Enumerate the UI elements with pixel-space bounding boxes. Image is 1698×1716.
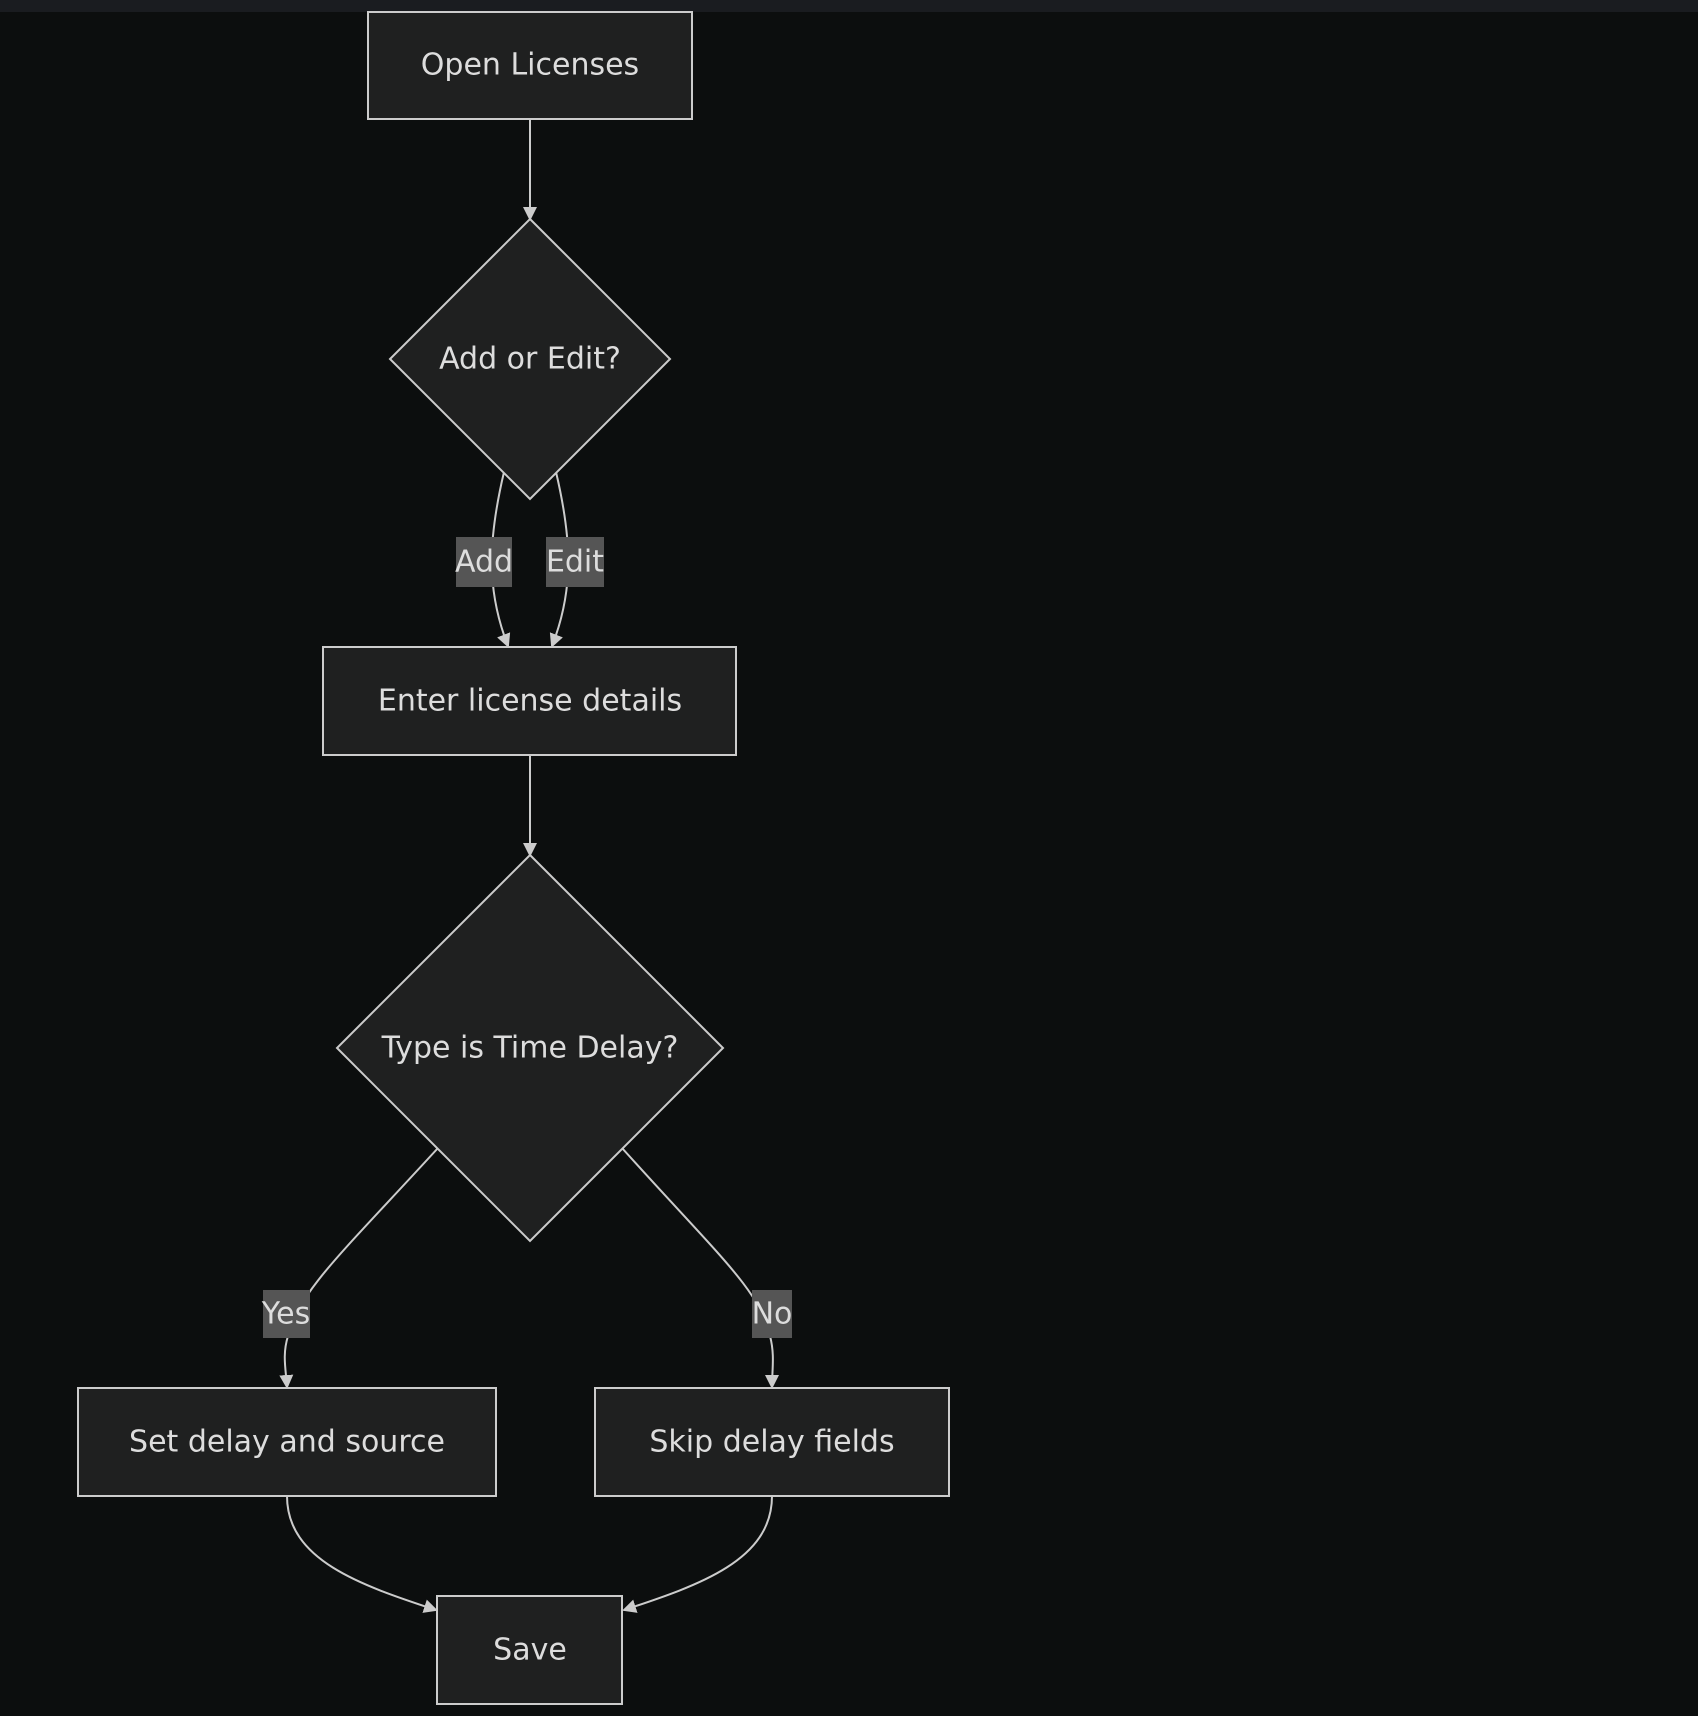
edge-label-no-text: No (752, 1297, 793, 1332)
edge-label-add-text: Add (455, 545, 513, 580)
node-type-time-delay-label: Type is Time Delay? (381, 1031, 679, 1066)
node-enter-details-label: Enter license details (378, 684, 682, 719)
node-type-time-delay: Type is Time Delay? (335, 853, 725, 1243)
node-skip-delay: Skip delay fields (594, 1387, 950, 1497)
edge-label-yes-text: Yes (261, 1297, 310, 1332)
node-open-licenses: Open Licenses (367, 11, 693, 120)
node-add-or-edit: Add or Edit? (388, 217, 672, 501)
edge-label-no: No (752, 1290, 793, 1338)
edge-label-yes: Yes (261, 1290, 310, 1338)
node-save: Save (436, 1595, 623, 1705)
edge-label-edit: Edit (546, 537, 604, 587)
edge-no (621, 1147, 780, 1389)
edge-label-edit-text: Edit (546, 545, 604, 580)
top-bar (0, 0, 1698, 12)
node-add-or-edit-label: Add or Edit? (439, 342, 621, 377)
node-set-delay: Set delay and source (77, 1387, 497, 1497)
node-skip-delay-label: Skip delay fields (649, 1425, 894, 1460)
edge-yes (279, 1147, 439, 1389)
node-enter-details: Enter license details (322, 646, 737, 756)
node-open-licenses-label: Open Licenses (421, 48, 639, 83)
node-set-delay-label: Set delay and source (129, 1425, 445, 1460)
node-save-label: Save (493, 1633, 567, 1668)
edge-set-delay-to-save (286, 1495, 438, 1613)
edge-label-add: Add (455, 537, 513, 587)
edge-skip-to-save (622, 1495, 773, 1613)
